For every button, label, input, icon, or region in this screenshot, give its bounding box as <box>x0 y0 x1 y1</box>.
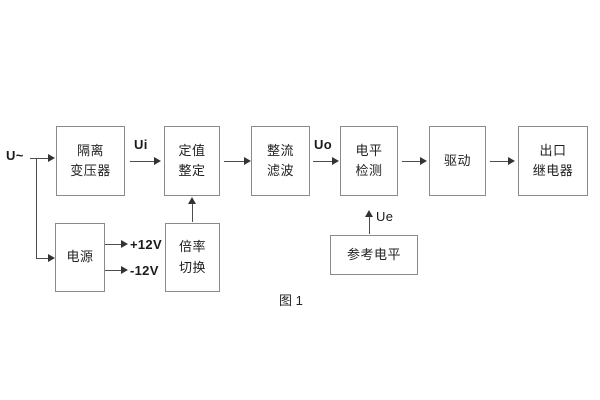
signal-label-ue: Ue <box>376 209 394 224</box>
block-level-detect[interactable]: 电平 检测 <box>340 126 398 196</box>
block-setpoint-adjust-line1: 定值 <box>178 142 206 158</box>
block-drive-line1: 驱动 <box>443 152 471 168</box>
arrowhead-isolation-to-setpoint <box>154 157 161 165</box>
block-isolation-transformer-line2: 变压器 <box>70 163 111 178</box>
block-output-relay-line2: 继电器 <box>532 163 574 178</box>
block-drive[interactable]: 驱动 <box>429 126 486 196</box>
wire-rectify-to-level-detect <box>313 161 334 162</box>
block-isolation-transformer-line1: 隔离 <box>76 142 104 158</box>
block-rectify-filter[interactable]: 整流 滤波 <box>251 126 310 196</box>
block-output-relay[interactable]: 出口 继电器 <box>518 126 588 196</box>
block-reference-level-line1: 参考电平 <box>346 246 401 262</box>
arrowhead-to-power-supply <box>48 254 55 262</box>
block-isolation-transformer[interactable]: 隔离 变压器 <box>56 126 125 196</box>
block-multiplier-switch[interactable]: 倍率 切换 <box>165 223 220 292</box>
arrowhead-multiplier-to-setpoint <box>188 197 196 204</box>
branch-to-isolation-transformer <box>36 158 49 159</box>
block-multiplier-switch-line2: 切换 <box>178 259 206 275</box>
block-output-relay-line1: 出口 <box>539 142 567 158</box>
signal-label-uo: Uo <box>314 137 332 152</box>
block-setpoint-adjust-line2: 整定 <box>178 163 206 178</box>
arrowhead-rail-negative <box>121 266 128 274</box>
arrowhead-setpoint-to-rectify <box>244 157 251 165</box>
input-bus-stub <box>30 158 37 159</box>
rail-label-positive-12v: +12V <box>130 237 162 252</box>
arrowhead-reference-to-level-detect <box>365 210 373 217</box>
wire-isolation-to-setpoint <box>130 161 156 162</box>
figure-caption: 图 1 <box>279 293 303 308</box>
block-level-detect-line1: 电平 <box>355 142 383 158</box>
arrowhead-rectify-to-level-detect <box>332 157 339 165</box>
block-multiplier-switch-line1: 倍率 <box>178 239 206 255</box>
block-level-detect-line2: 检测 <box>355 163 383 178</box>
block-power-supply-line1: 电源 <box>66 249 94 265</box>
branch-to-power-supply <box>36 258 49 259</box>
block-power-supply[interactable]: 电源 <box>55 223 105 292</box>
wire-multiplier-to-setpoint <box>192 199 193 222</box>
wire-reference-to-level-detect <box>369 213 370 234</box>
input-signal-label-u-ac: U~ <box>6 148 24 163</box>
rail-label-negative-12v: -12V <box>130 263 159 278</box>
arrowhead-drive-to-output-relay <box>508 157 515 165</box>
wire-setpoint-to-rectify <box>224 161 246 162</box>
arrowhead-rail-positive <box>121 240 128 248</box>
block-reference-level[interactable]: 参考电平 <box>330 235 418 275</box>
wire-rail-negative <box>105 270 123 271</box>
arrowhead-level-detect-to-drive <box>420 157 427 165</box>
block-rectify-filter-line2: 滤波 <box>266 163 294 178</box>
wire-drive-to-output-relay <box>490 161 512 162</box>
signal-label-ui: Ui <box>134 137 148 152</box>
block-setpoint-adjust[interactable]: 定值 整定 <box>164 126 220 196</box>
wire-level-detect-to-drive <box>402 161 424 162</box>
wire-rail-positive <box>105 244 123 245</box>
arrowhead-to-isolation-transformer <box>48 154 55 162</box>
input-bus-trunk <box>36 158 37 258</box>
block-rectify-filter-line1: 整流 <box>266 142 294 158</box>
